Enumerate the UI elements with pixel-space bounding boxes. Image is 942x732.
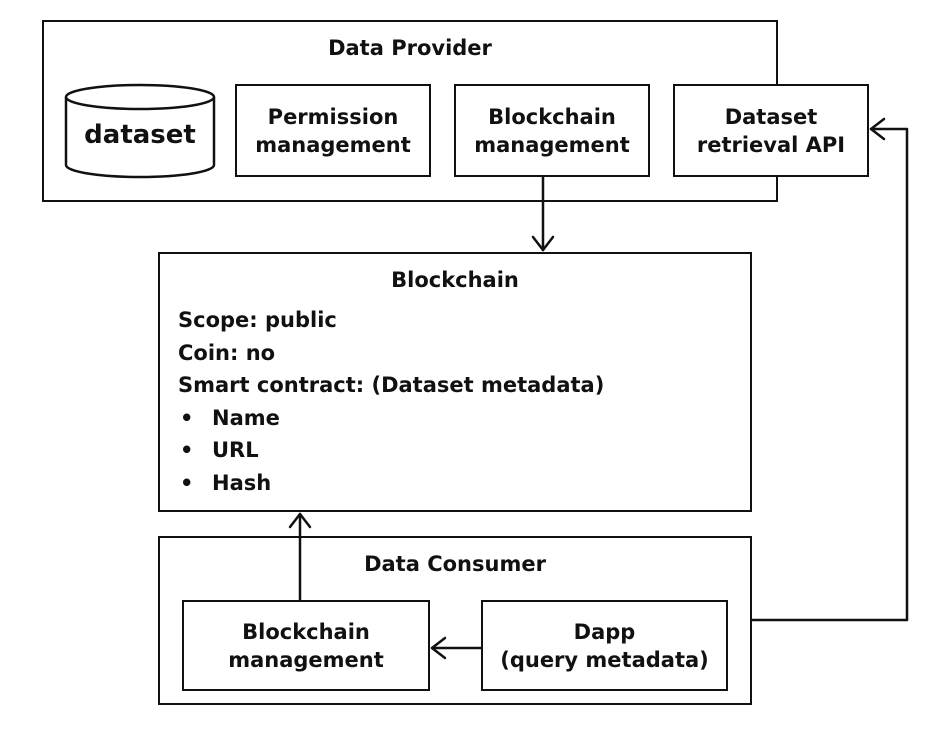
bullet-item-name: • Name — [178, 402, 740, 435]
permission-management-box: Permission management — [235, 84, 431, 177]
bullet-label: URL — [212, 438, 259, 462]
arrow-provider-to-blockchain — [531, 175, 555, 252]
blockchain-smart-contract: Smart contract: (Dataset metadata) — [178, 373, 605, 397]
consumer-blockchain-management-box: Blockchain management — [182, 600, 430, 691]
dataset-database-icon — [64, 83, 216, 179]
dataset-retrieval-api-box: Dataset retrieval API — [673, 84, 869, 177]
bullet-item-hash: • Hash — [178, 467, 740, 500]
blockchain-title: Blockchain — [391, 268, 519, 292]
blockchain-coin: Coin: no — [178, 340, 276, 365]
consumer-blockchain-management-line-2: management — [228, 647, 384, 672]
dataset-label: dataset — [84, 120, 196, 150]
blockchain-scope: Scope: public — [178, 308, 337, 332]
bullet-label: Name — [212, 405, 280, 430]
consumer-blockchain-management-line-1: Blockchain — [242, 619, 370, 644]
dataset-retrieval-api-line-2: retrieval API — [696, 132, 846, 157]
provider-blockchain-management-line-1: Blockchain — [488, 104, 616, 129]
provider-blockchain-management-box: Blockchain management — [454, 84, 650, 177]
data-consumer-title: Data Consumer — [364, 552, 546, 576]
permission-management-line-2: management — [255, 132, 411, 157]
dapp-line-2: (query metadata) — [500, 647, 709, 672]
data-provider-title: Data Provider — [328, 36, 492, 60]
blockchain-box: Blockchain Scope: public Coin: no Smart … — [158, 252, 752, 512]
arrow-dapp-to-retrieval-api — [750, 117, 909, 622]
permission-management-line-1: Permission — [267, 104, 399, 129]
bullet-icon: • — [180, 405, 194, 430]
dapp-line-1: Dapp — [573, 619, 636, 644]
bullet-icon: • — [180, 470, 194, 495]
arrow-dapp-to-blockchain-management — [430, 636, 483, 660]
dapp-box: Dapp (query metadata) — [481, 600, 728, 691]
provider-blockchain-management-line-2: management — [474, 132, 630, 157]
bullet-icon: • — [180, 438, 194, 462]
dataset-retrieval-api-line-1: Dataset — [724, 104, 818, 129]
arrow-consumer-to-blockchain — [288, 512, 312, 602]
bullet-item-url: • URL — [178, 434, 740, 467]
bullet-label: Hash — [212, 470, 272, 495]
